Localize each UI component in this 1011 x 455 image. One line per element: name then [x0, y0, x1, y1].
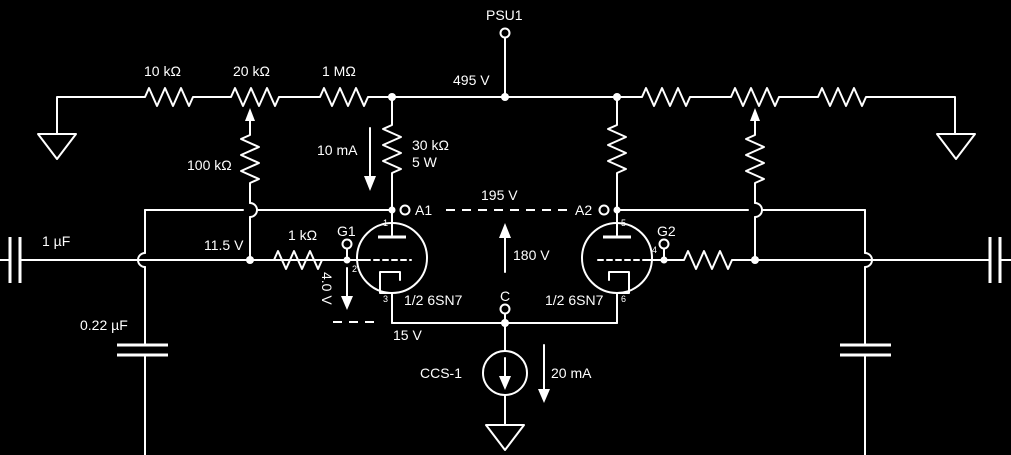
- bypass-capacitor-left: [117, 343, 168, 455]
- input-coupling-right: [659, 237, 1011, 283]
- anode-right-label: A2: [575, 202, 592, 218]
- supply-voltage-label: 495 V: [453, 72, 490, 88]
- plate-resistor-right: [607, 96, 627, 211]
- ccs-current-arrow: [538, 344, 550, 403]
- ground-symbol-right: [936, 133, 976, 160]
- ground-symbol-bottom: [485, 424, 525, 451]
- resistor-100k-label: 100 kΩ: [187, 157, 232, 173]
- grid-stopper-label: 1 kΩ: [288, 227, 317, 243]
- tube-left-label: 1/2 6SN7: [404, 292, 463, 308]
- cathode-voltage-label: 15 V: [393, 327, 422, 343]
- plate-resistor-power-label: 5 W: [412, 154, 438, 170]
- resistor-100k-right: [745, 129, 765, 189]
- grid-left-label: G1: [337, 223, 356, 239]
- input-coupling-left: [0, 237, 348, 283]
- potentiometer-20k-right: [726, 87, 785, 107]
- resistor-100k-left: [240, 129, 260, 189]
- anode-voltage-label: 195 V: [481, 187, 518, 203]
- grid-stopper-resistor-right: [679, 250, 991, 270]
- pot-20k-label: 20 kΩ: [233, 63, 270, 79]
- wiper-right: [745, 108, 765, 261]
- plate-current-label: 10 mA: [317, 142, 358, 158]
- pin-6-label: 6: [621, 294, 626, 304]
- potentiometer-20k-left: [226, 87, 285, 107]
- resistor-10k-right: [812, 87, 872, 107]
- bypass-cap-label: 0.22 µF: [80, 317, 128, 333]
- ccs-current-label: 20 mA: [551, 365, 592, 381]
- bypass-capacitor-right: [840, 343, 891, 455]
- psu-terminal: [499, 27, 511, 98]
- anode-left-label: A1: [415, 202, 432, 218]
- triode-tube-left: [356, 209, 428, 324]
- pin-1-label: 1: [383, 218, 388, 228]
- top-supply-rail: [56, 87, 956, 134]
- ground-symbol-left: [37, 133, 77, 160]
- wiper-left: [240, 108, 260, 261]
- tube-right-label: 1/2 6SN7: [545, 292, 604, 308]
- resistor-1m-label: 1 MΩ: [322, 63, 356, 79]
- pin-2-label: 2: [352, 264, 357, 274]
- ccs-label: CCS-1: [420, 365, 462, 381]
- plate-resistor-label: 30 kΩ: [412, 137, 449, 153]
- grid-right-label: G2: [657, 223, 676, 239]
- grid-stopper-resistor-left: [269, 250, 341, 270]
- resistor-10k-label: 10 kΩ: [144, 63, 181, 79]
- plate-cathode-voltage-arrow: [499, 223, 511, 273]
- pin-4-label: 4: [652, 245, 657, 255]
- psu-label: PSU1: [486, 7, 523, 23]
- plate-current-arrow: [364, 127, 376, 191]
- pin-3-label: 3: [383, 294, 388, 304]
- resistor-1m-left: [314, 87, 374, 107]
- grid-cathode-voltage-label: 4.0 V: [319, 272, 335, 305]
- plate-cathode-voltage-label: 180 V: [513, 247, 550, 263]
- plate-resistor-left: [382, 96, 402, 211]
- resistor-10k-left: [139, 87, 199, 107]
- coupling-cap-label: 1 µF: [42, 233, 70, 249]
- resistor-1m-right: [636, 87, 696, 107]
- current-source-ccs: [482, 322, 528, 426]
- triode-tube-right: [581, 209, 653, 324]
- cathode-node-label: C: [500, 288, 510, 304]
- pin-5-label: 5: [621, 218, 626, 228]
- grid-cathode-voltage-arrow: [341, 267, 353, 310]
- bias-voltage-label: 11.5 V: [204, 237, 244, 253]
